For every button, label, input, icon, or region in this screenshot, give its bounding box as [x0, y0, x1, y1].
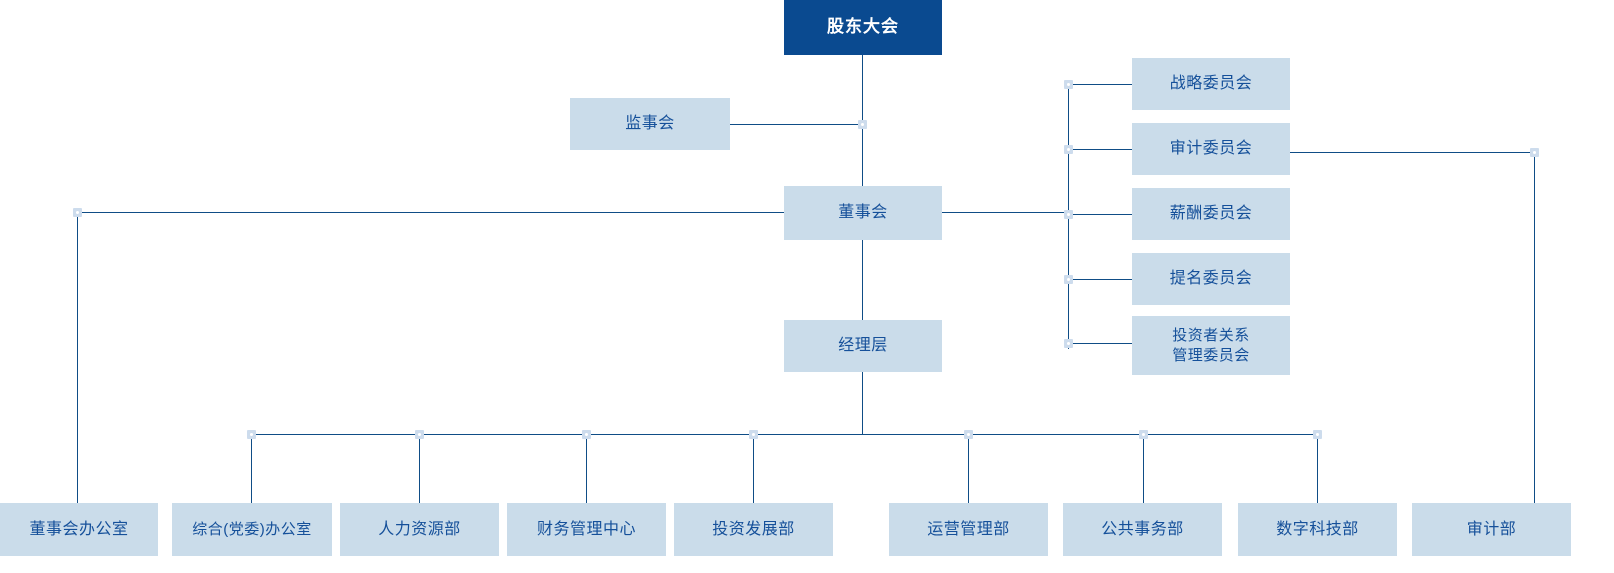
junction-committee-5 [1064, 339, 1073, 348]
node-dept-digital-technology[interactable]: 数字科技部 [1238, 503, 1397, 556]
node-board-of-directors[interactable]: 董事会 [784, 186, 942, 240]
node-dept-public-affairs[interactable]: 公共事务部 [1063, 503, 1222, 556]
connector-committee-5 [1068, 343, 1132, 344]
connector-left-branch-down [77, 212, 78, 511]
node-dept-audit[interactable]: 审计部 [1412, 503, 1571, 556]
committee-investor-relations-line2: 管理委员会 [1172, 346, 1250, 364]
junction-dept-2 [247, 430, 256, 439]
node-management[interactable]: 经理层 [784, 320, 942, 372]
junction-committee-2 [1064, 145, 1073, 154]
node-dept-finance-management-center[interactable]: 财务管理中心 [507, 503, 666, 556]
node-dept-human-resources[interactable]: 人力资源部 [340, 503, 499, 556]
connector-board-to-management [862, 240, 863, 320]
connector-dept-drop-7 [1143, 434, 1144, 511]
connector-dept-drop-3 [419, 434, 420, 511]
junction-dept-3 [415, 430, 424, 439]
connector-dept-drop-5 [753, 434, 754, 511]
junction-dept-4 [582, 430, 591, 439]
connector-committee-3 [1068, 214, 1132, 215]
connector-board-to-left-branch [77, 212, 784, 213]
junction-dept-5 [749, 430, 758, 439]
connector-audit-down [1534, 152, 1535, 511]
junction-committee-4 [1064, 275, 1073, 284]
junction-dept-7 [1139, 430, 1148, 439]
node-committee-investor-relations[interactable]: 投资者关系 管理委员会 [1132, 316, 1290, 375]
node-dept-operations-management[interactable]: 运营管理部 [889, 503, 1048, 556]
junction-committee-1 [1064, 80, 1073, 89]
connector-committee-2 [1068, 149, 1132, 150]
connector-audit-committee-right [1290, 152, 1535, 153]
connector-dept-drop-2 [251, 434, 252, 511]
node-committee-nomination[interactable]: 提名委员会 [1132, 253, 1290, 305]
node-committee-remuneration[interactable]: 薪酬委员会 [1132, 188, 1290, 240]
connector-dept-drop-6 [968, 434, 969, 511]
node-committee-audit[interactable]: 审计委员会 [1132, 123, 1290, 175]
junction-dept-8 [1313, 430, 1322, 439]
junction-committee-3 [1064, 210, 1073, 219]
connector-committee-4 [1068, 279, 1132, 280]
connector-dept-drop-8 [1317, 434, 1318, 511]
node-dept-board-office[interactable]: 董事会办公室 [0, 503, 158, 556]
connector-management-down [862, 372, 863, 434]
node-dept-general-party-office[interactable]: 综合(党委)办公室 [172, 503, 332, 556]
connector-board-to-committees [941, 212, 1069, 213]
connector-dept-drop-4 [586, 434, 587, 511]
junction-audit [1530, 148, 1539, 157]
connector-department-bar [251, 434, 1317, 435]
connector-committee-1 [1068, 84, 1132, 85]
node-committee-strategy[interactable]: 战略委员会 [1132, 58, 1290, 110]
junction-supervisors [858, 120, 867, 129]
connector-supervisors-to-trunk [730, 124, 863, 125]
node-shareholders-meeting[interactable]: 股东大会 [784, 0, 942, 55]
junction-left-branch [73, 208, 82, 217]
node-dept-investment-development[interactable]: 投资发展部 [674, 503, 833, 556]
node-board-of-supervisors[interactable]: 监事会 [570, 98, 730, 150]
junction-dept-6 [964, 430, 973, 439]
committee-investor-relations-line1: 投资者关系 [1172, 326, 1250, 344]
